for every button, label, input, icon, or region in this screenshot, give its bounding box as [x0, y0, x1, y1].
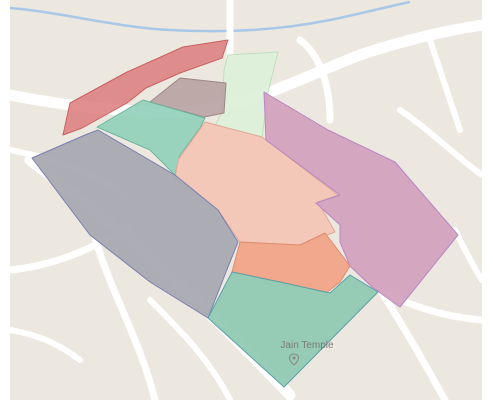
zone-teal-south[interactable]	[207, 271, 379, 388]
road-southeast-1	[376, 286, 449, 400]
road-north-2	[296, 36, 334, 124]
road-east-2	[427, 37, 463, 133]
road-south-1	[147, 297, 233, 400]
poi-label: Jain Temple	[280, 340, 334, 351]
place-pin-icon	[288, 353, 300, 366]
poi-jain-temple[interactable]: Jain Temple	[280, 340, 334, 366]
zone-teal-northwest[interactable]	[96, 99, 206, 176]
road-west-3	[10, 327, 83, 363]
map-svg[interactable]: Jain Temple	[10, 0, 482, 400]
zone-red-north[interactable]	[62, 39, 229, 136]
road-southwest	[91, 234, 159, 400]
river-line	[10, 0, 411, 33]
road-east-1	[397, 107, 482, 178]
zone-gray-west[interactable]	[31, 129, 239, 319]
zone-layer	[31, 39, 459, 388]
map-canvas[interactable]: Jain Temple	[10, 0, 482, 400]
